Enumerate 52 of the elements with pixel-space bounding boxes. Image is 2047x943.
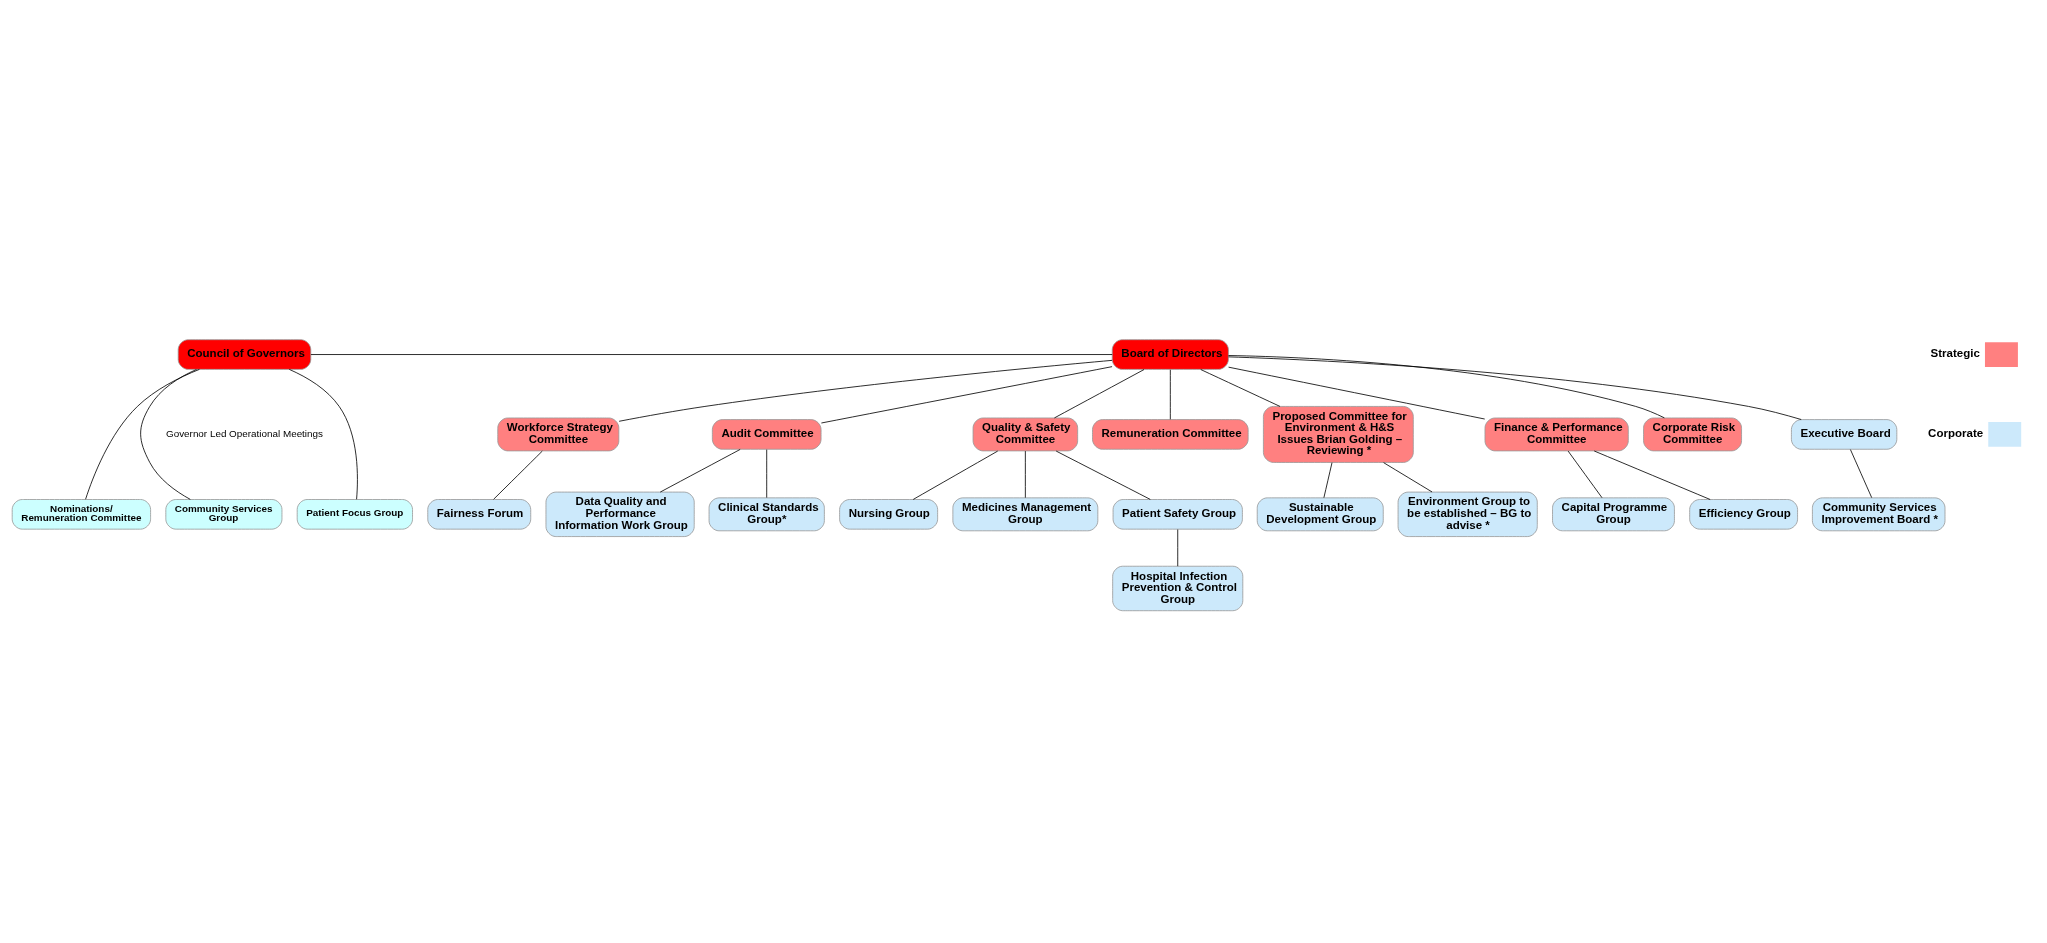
connector [1228, 366, 1486, 420]
node-box: Sustainable Development Group [1256, 497, 1384, 532]
connector [1200, 369, 1281, 407]
connector [1593, 450, 1711, 500]
node-box: Council of Governors [177, 339, 312, 370]
node-box: Hospital Infection Prevention & Control Group [1112, 565, 1244, 612]
node-box: Proposed Committee for Environment & H&S Issues Brian Golding – Reviewing * [1263, 406, 1414, 463]
connector [1054, 369, 1145, 419]
connector [288, 368, 358, 500]
connector [1169, 369, 1171, 420]
node-box: Clinical Standards Group* [708, 497, 825, 532]
connector [1228, 356, 1802, 420]
connector [493, 450, 543, 500]
connector [618, 359, 1113, 422]
node-box: Finance & Performance Committee [1484, 417, 1629, 452]
connector [85, 368, 200, 500]
connector [821, 366, 1113, 424]
connector [1228, 355, 1665, 419]
connector [1055, 450, 1151, 500]
node-box: Nominations/ Remuneration Committee [11, 499, 151, 530]
node-box: Medicines Management Group [952, 497, 1099, 532]
node-box: Quality & Safety Committee [972, 417, 1079, 452]
node-box: Capital Programme Group [1552, 497, 1675, 532]
connector [140, 369, 197, 500]
node-box: Audit Committee [711, 419, 822, 450]
connector [766, 449, 768, 499]
connector [659, 449, 741, 493]
node-box: Patient Focus Group [296, 499, 413, 530]
node-box: Nursing Group [839, 499, 939, 530]
connector [912, 450, 999, 500]
node-box: Corporate Risk Committee [1643, 417, 1742, 452]
node-box: Community Services Group [165, 499, 283, 530]
connector [310, 354, 1113, 355]
node-box: Workforce Strategy Committee [497, 417, 620, 452]
node-box: Efficiency Group [1689, 499, 1798, 530]
node-box: Patient Safety Group [1112, 499, 1243, 530]
node-box: Environment Group to be established – BG to advise * [1397, 491, 1538, 537]
node-box: Remuneration Committee [1092, 419, 1249, 450]
connector [1323, 462, 1333, 499]
node-box: Community Services Improvement Board * [1812, 497, 1946, 532]
connector [1850, 449, 1873, 499]
connector [1383, 462, 1433, 493]
node-box: Executive Board [1791, 419, 1898, 450]
connector [1567, 450, 1603, 499]
node-box: Fairness Forum [427, 499, 532, 530]
label: Governor Led Operational Meetings [165, 427, 323, 439]
connector [1024, 450, 1026, 499]
node-box: Data Quality and Performance Information Work Group [545, 491, 695, 537]
node-box: Board of Directors [1111, 339, 1229, 370]
legend-label: Corporate [1928, 426, 1984, 439]
connector [1177, 529, 1179, 567]
legend-label: Strategic [1930, 346, 1980, 359]
